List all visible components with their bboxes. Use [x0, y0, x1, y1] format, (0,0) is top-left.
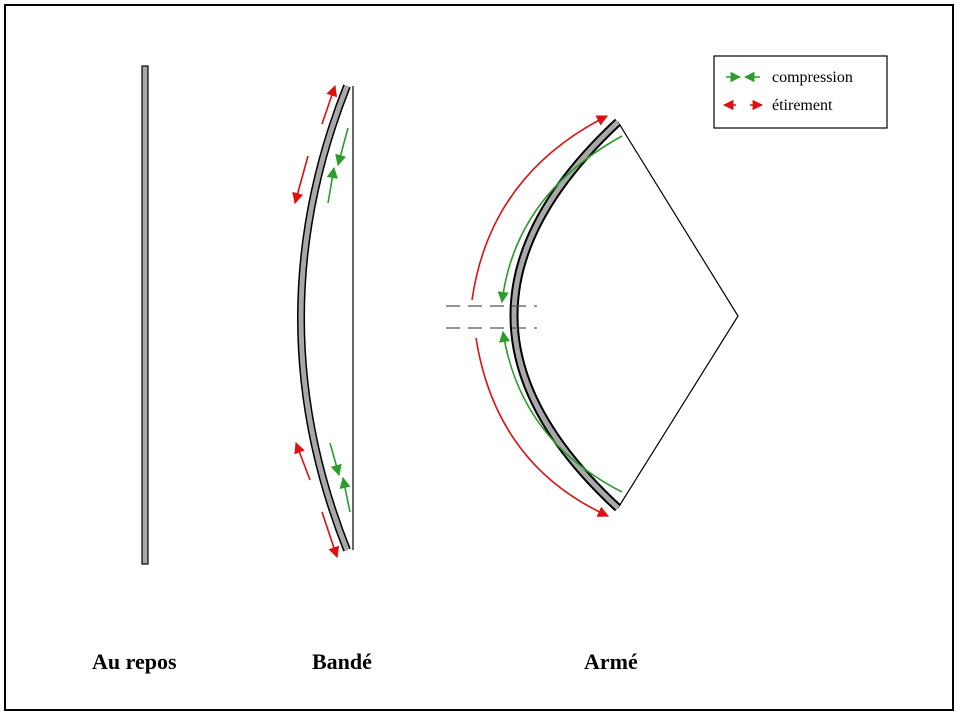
braced-stretch-arrow-down [292, 155, 309, 205]
drawn-stretch-arc-lower [475, 337, 610, 517]
drawn-limb-inner [511, 120, 620, 510]
legend-box [713, 55, 888, 129]
braced-stretch-arrow-up [321, 84, 338, 125]
braced-limb-inner [298, 85, 350, 551]
drawn-stretch-arc-upper [471, 115, 608, 301]
legend: compression étirement [713, 55, 888, 129]
braced-compress-arrow-2 [326, 166, 338, 204]
legend-compression-label: compression [772, 69, 853, 86]
legend-stretch-label: étirement [772, 97, 833, 114]
braced-compress-arrow-1 [335, 127, 349, 167]
stage-label-rest: Au repos [92, 649, 177, 674]
braced-bow [292, 84, 354, 559]
drawn-bow [446, 115, 739, 517]
drawn-string [617, 121, 739, 509]
drawn-compress-arc-lower [499, 330, 623, 493]
stage-label-drawn: Armé [584, 649, 638, 674]
rest-limb [141, 65, 149, 565]
braced-compress-arrow-3 [329, 442, 342, 477]
drawn-compress-arc-upper [497, 135, 623, 304]
stage-label-braced: Bandé [312, 649, 372, 674]
braced-stretch-arrow-down-lower [321, 511, 340, 559]
braced-stretch-arrow-up-lower [294, 441, 311, 481]
braced-compress-arrow-4 [339, 476, 351, 513]
